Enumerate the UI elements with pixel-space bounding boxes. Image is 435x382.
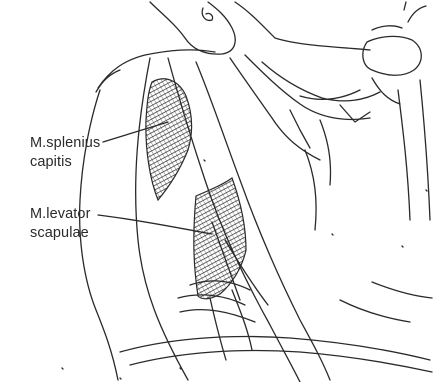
levator-label-line2: scapulae	[30, 224, 89, 243]
levator-label-line1: M.levator	[30, 205, 91, 224]
chin-outline	[363, 36, 421, 75]
ear-contour	[202, 8, 212, 20]
head-outline	[150, 2, 235, 54]
lower-jaw	[235, 2, 370, 50]
splenius-label-line1: M.splenius	[30, 134, 100, 153]
splenius-label-line2: capitis	[30, 153, 72, 172]
anterior-neck-line-2	[245, 55, 370, 119]
